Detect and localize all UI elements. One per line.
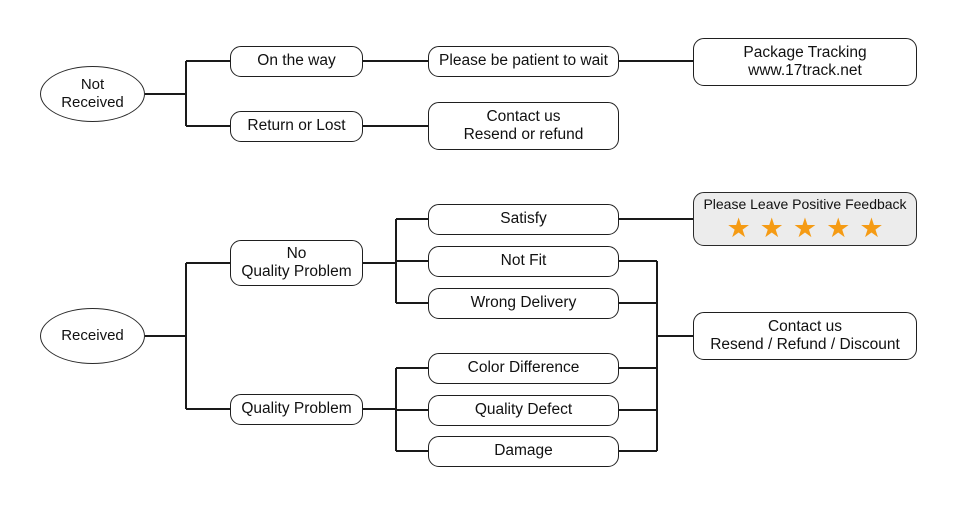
node-quality-problem-label: Quality Problem [241, 400, 352, 418]
node-not-fit-label: Not Fit [500, 252, 547, 270]
node-on-the-way-label: On the way [257, 52, 336, 70]
node-satisfy-label: Satisfy [500, 210, 547, 228]
node-color-difference-label: Color Difference [467, 359, 580, 377]
star-icon: ★ [826, 212, 851, 243]
node-quality-defect-label: Quality Defect [474, 401, 573, 419]
node-damage[interactable]: Damage [428, 436, 619, 467]
node-package-tracking[interactable]: Package Tracking www.17track.net [693, 38, 917, 86]
node-damage-label: Damage [494, 442, 553, 460]
node-contact-us-resend-refund-discount[interactable]: Contact us Resend / Refund / Discount [693, 312, 917, 360]
node-not-received[interactable]: Not Received [40, 66, 145, 122]
node-contact-us-resend-or-refund-label: Contact us Resend or refund [463, 107, 584, 143]
star-rating[interactable]: ★ ★ ★ ★ ★ [726, 212, 884, 243]
node-return-or-lost[interactable]: Return or Lost [230, 111, 363, 142]
node-positive-feedback-label: Please Leave Positive Feedback [703, 196, 907, 213]
node-not-received-label: Not Received [61, 76, 124, 111]
node-positive-feedback[interactable]: Please Leave Positive Feedback ★ ★ ★ ★ ★ [693, 192, 917, 246]
node-quality-defect[interactable]: Quality Defect [428, 395, 619, 426]
node-wrong-delivery[interactable]: Wrong Delivery [428, 288, 619, 319]
star-icon: ★ [792, 212, 818, 243]
node-no-quality-problem-label: No Quality Problem [241, 244, 352, 280]
node-return-or-lost-label: Return or Lost [247, 117, 346, 135]
node-package-tracking-label: Package Tracking www.17track.net [743, 43, 867, 79]
node-received-label: Received [61, 327, 124, 345]
node-please-be-patient-to-wait-label: Please be patient to wait [439, 52, 608, 70]
star-icon: ★ [859, 212, 884, 243]
node-received[interactable]: Received [40, 308, 145, 364]
node-on-the-way[interactable]: On the way [230, 46, 363, 77]
star-icon: ★ [759, 212, 784, 243]
node-quality-problem[interactable]: Quality Problem [230, 394, 363, 425]
node-wrong-delivery-label: Wrong Delivery [470, 294, 577, 312]
node-no-quality-problem[interactable]: No Quality Problem [230, 240, 363, 286]
star-icon: ★ [726, 212, 751, 243]
node-satisfy[interactable]: Satisfy [428, 204, 619, 235]
node-contact-us-resend-refund-discount-label: Contact us Resend / Refund / Discount [710, 317, 900, 353]
node-contact-us-resend-or-refund[interactable]: Contact us Resend or refund [428, 102, 619, 150]
node-not-fit[interactable]: Not Fit [428, 246, 619, 277]
node-please-be-patient-to-wait[interactable]: Please be patient to wait [428, 46, 619, 77]
node-color-difference[interactable]: Color Difference [428, 353, 619, 384]
